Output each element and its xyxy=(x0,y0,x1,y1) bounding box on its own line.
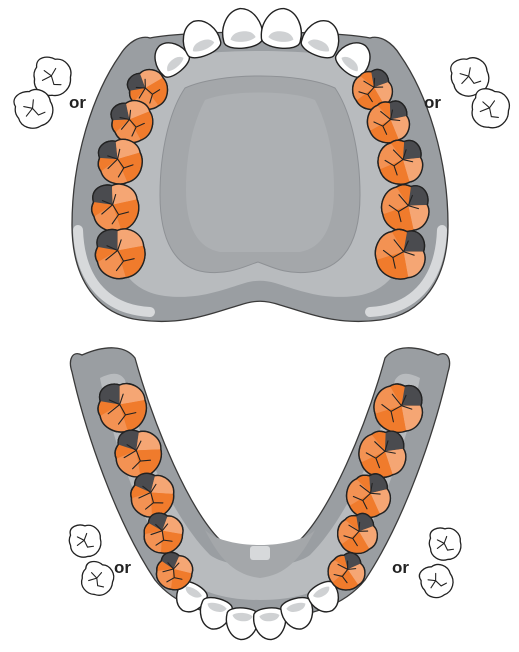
tooth-outline-icon xyxy=(11,55,74,132)
sealed-molar-icon xyxy=(95,229,145,279)
sealed-molar-icon xyxy=(375,229,425,279)
tooth-outline-icon xyxy=(416,528,460,602)
lower-left-alternate: or xyxy=(69,525,131,600)
outline-molar xyxy=(77,559,118,600)
lower-right-alternate: or xyxy=(392,528,461,602)
tooth-outline-icon xyxy=(448,55,513,132)
sealed-molar-icon xyxy=(91,183,140,232)
upper-palate-highlight xyxy=(186,93,334,253)
or-label-lower-right: or xyxy=(392,558,409,577)
upper-left-alternate: or xyxy=(11,55,86,132)
tooth-outline-icon xyxy=(69,525,117,600)
sealed-molar-icon xyxy=(98,384,146,432)
sealed-molar-icon xyxy=(381,184,430,233)
sealed-molar-icon xyxy=(374,384,422,432)
upper-incisor xyxy=(260,6,304,50)
outline-molar xyxy=(429,528,461,560)
or-label-lower-left: or xyxy=(114,558,131,577)
or-label-upper-right: or xyxy=(424,93,441,112)
outline-molar xyxy=(416,561,457,602)
upper-right-alternate: or xyxy=(424,55,513,132)
upper-incisor xyxy=(220,6,264,50)
outline-molar xyxy=(69,525,101,557)
or-label-upper-left: or xyxy=(69,93,86,112)
lower-tongue-highlight xyxy=(250,546,270,560)
